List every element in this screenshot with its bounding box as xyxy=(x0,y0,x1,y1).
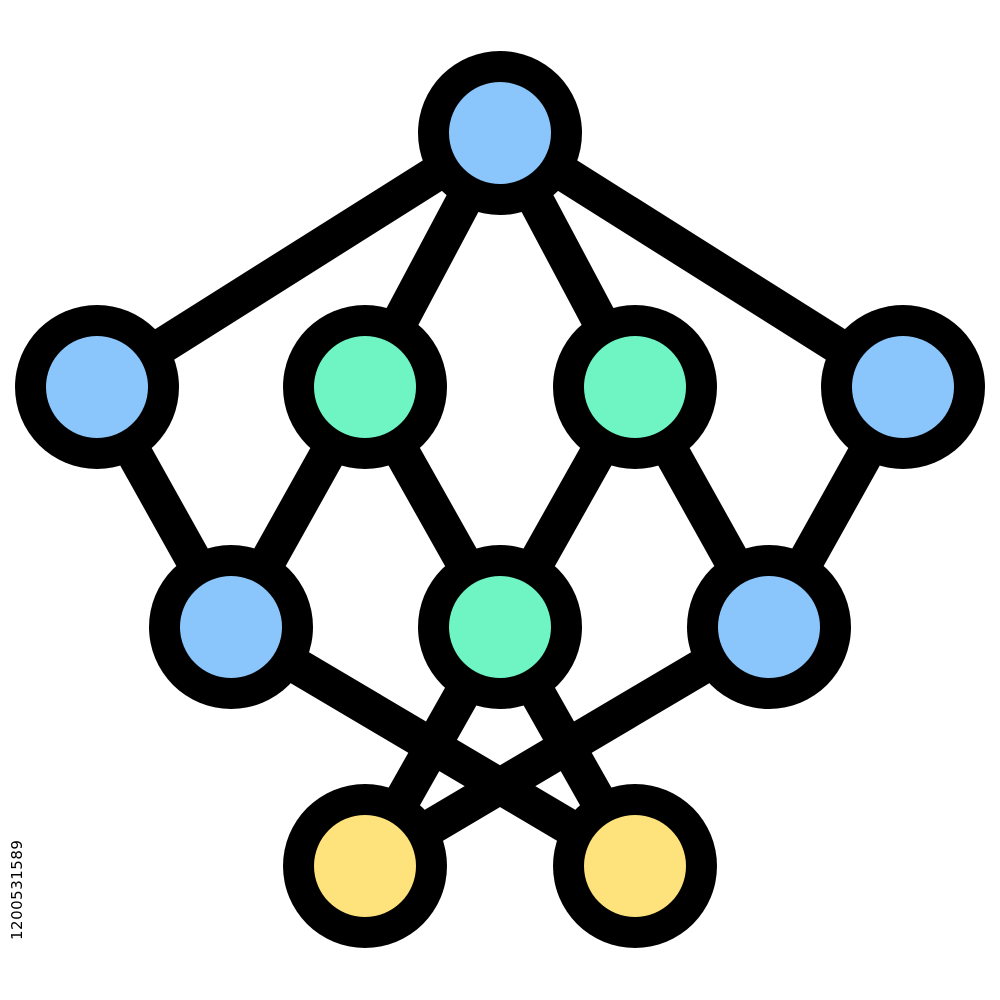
watermark-id-text: 1200531589 xyxy=(8,839,26,940)
network-nodes xyxy=(15,51,985,948)
connection-lines xyxy=(79,115,921,884)
center-node xyxy=(449,576,551,678)
upper-right-center-node xyxy=(584,336,686,438)
upper-left-center-node xyxy=(314,336,416,438)
bottom-left-node xyxy=(314,815,416,917)
left-node xyxy=(46,336,148,438)
top-node xyxy=(449,82,551,184)
right-node xyxy=(852,336,954,438)
lower-left-node xyxy=(180,576,282,678)
bottom-right-node xyxy=(584,815,686,917)
lower-right-node xyxy=(718,576,820,678)
